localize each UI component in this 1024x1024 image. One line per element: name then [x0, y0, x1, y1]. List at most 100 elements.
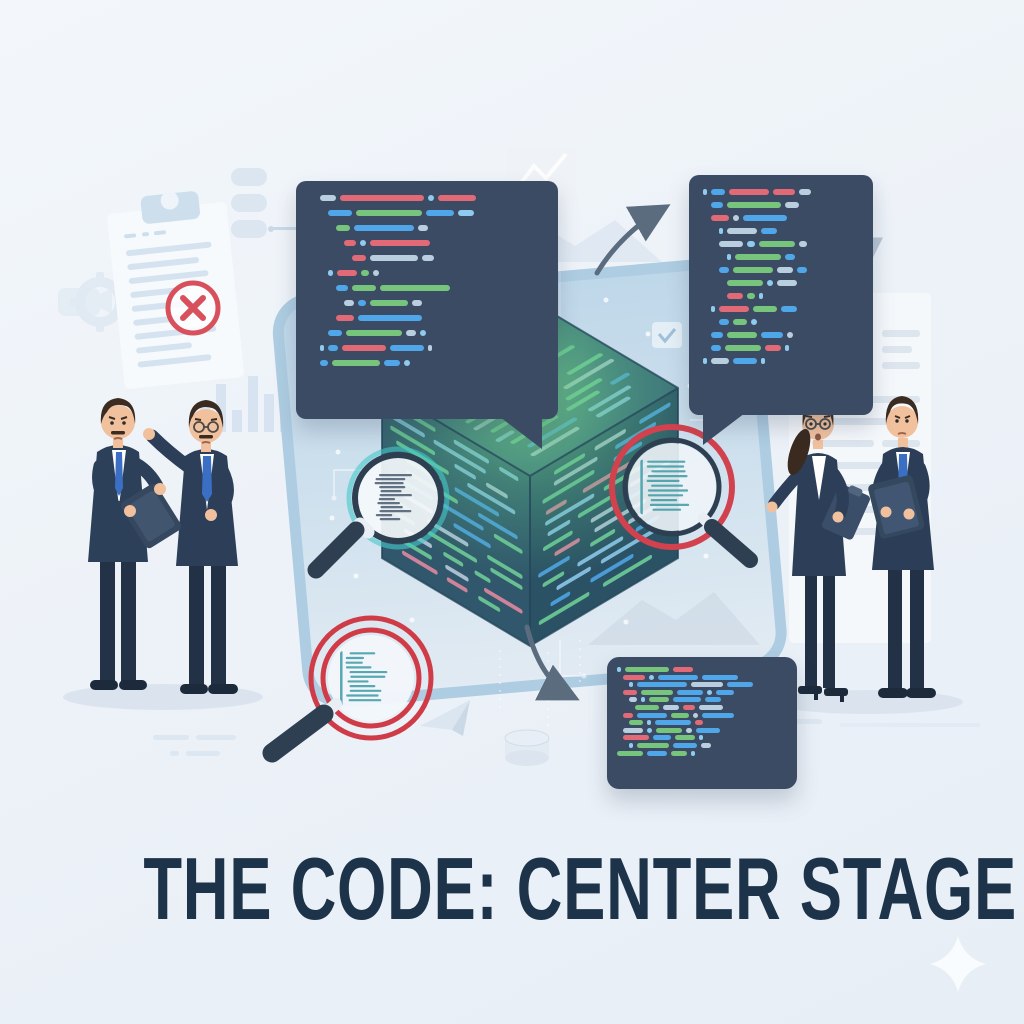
lens-code-line: [345, 661, 363, 664]
code-token: [344, 240, 356, 246]
code-token: [777, 280, 797, 286]
code-token: [623, 735, 649, 741]
code-line: [629, 742, 787, 748]
code-token: [711, 215, 729, 221]
code-dash: [478, 596, 501, 612]
code-token: [641, 697, 645, 703]
code-line: [344, 300, 544, 306]
code-token: [623, 712, 633, 718]
code-token: [320, 360, 328, 366]
code-token: [785, 202, 799, 208]
magnifier-bottom-red: [262, 615, 434, 763]
code-line: [328, 330, 544, 336]
businessman-right: [868, 396, 936, 698]
code-line: [711, 306, 859, 312]
code-token: [727, 254, 731, 260]
code-token: [733, 358, 757, 364]
code-token: [458, 210, 474, 216]
code-token: [727, 332, 757, 338]
code-token: [705, 697, 721, 703]
code-token: [370, 300, 408, 306]
code-token: [336, 285, 348, 291]
lens-code-line: [651, 470, 686, 473]
code-line: [623, 689, 787, 695]
code-token: [358, 300, 366, 306]
lens-code-line: [349, 689, 382, 692]
code-token: [727, 280, 763, 286]
code-token: [629, 682, 633, 688]
code-token: [703, 189, 707, 195]
businessmen-left-pair: [63, 398, 263, 710]
lens-code-line: [349, 685, 376, 688]
code-token: [370, 255, 418, 261]
code-gutter: [340, 651, 343, 705]
code-token: [761, 228, 777, 234]
code-line: [336, 285, 544, 291]
code-token: [373, 270, 379, 276]
magnifier-right-red: [609, 424, 758, 568]
code-token: [320, 195, 336, 201]
lens-code-line: [651, 484, 683, 487]
lens-code-line: [646, 465, 685, 468]
lens-code-line: [380, 490, 402, 493]
code-line: [719, 241, 859, 247]
code-token: [344, 300, 354, 306]
pointing-hand: [154, 483, 166, 495]
code-token: [428, 345, 432, 351]
code-line: [623, 735, 787, 741]
code-token: [767, 280, 773, 286]
code-line: [727, 254, 859, 260]
code-token: [356, 210, 422, 216]
code-panel-bottom: [607, 657, 797, 789]
code-token: [358, 315, 422, 321]
code-token: [653, 735, 671, 741]
lens-code-line: [348, 699, 382, 702]
code-token: [336, 225, 350, 231]
code-token: [673, 697, 701, 703]
code-token: [727, 682, 753, 688]
lens-code-line: [378, 498, 396, 501]
code-token: [765, 345, 781, 351]
code-token: [390, 345, 424, 351]
code-token: [733, 267, 773, 273]
code-token: [647, 720, 651, 726]
lens-code-line: [377, 502, 400, 505]
code-token: [725, 345, 761, 351]
code-speech-bubble-top-left: [296, 181, 558, 449]
code-token: [701, 742, 711, 748]
code-token: [711, 189, 725, 195]
code-token: [649, 674, 654, 680]
code-token: [352, 285, 376, 291]
code-token: [641, 689, 673, 695]
code-line: [711, 215, 859, 221]
code-line: [328, 210, 544, 216]
code-token: [328, 330, 342, 336]
code-dash: [399, 537, 432, 560]
code-token: [699, 735, 703, 741]
code-token: [426, 210, 454, 216]
tablet-device: [120, 483, 182, 549]
code-token: [328, 210, 352, 216]
code-token: [719, 228, 723, 234]
code-dash: [538, 592, 590, 625]
code-dash: [602, 554, 653, 587]
code-line: [617, 667, 787, 672]
code-token: [753, 306, 777, 312]
code-token: [361, 270, 369, 276]
code-line: [703, 189, 859, 195]
code-line: [336, 225, 544, 231]
code-token: [647, 750, 667, 756]
arrow-icon: [594, 204, 671, 276]
code-token: [332, 360, 380, 366]
code-token: [637, 742, 669, 748]
code-token: [719, 267, 729, 273]
code-token: [420, 330, 426, 336]
code-token: [428, 195, 434, 201]
code-token: [711, 358, 729, 364]
code-token: [711, 202, 723, 208]
code-token: [719, 306, 749, 312]
lens-code-line: [379, 518, 401, 521]
code-token: [707, 689, 712, 695]
